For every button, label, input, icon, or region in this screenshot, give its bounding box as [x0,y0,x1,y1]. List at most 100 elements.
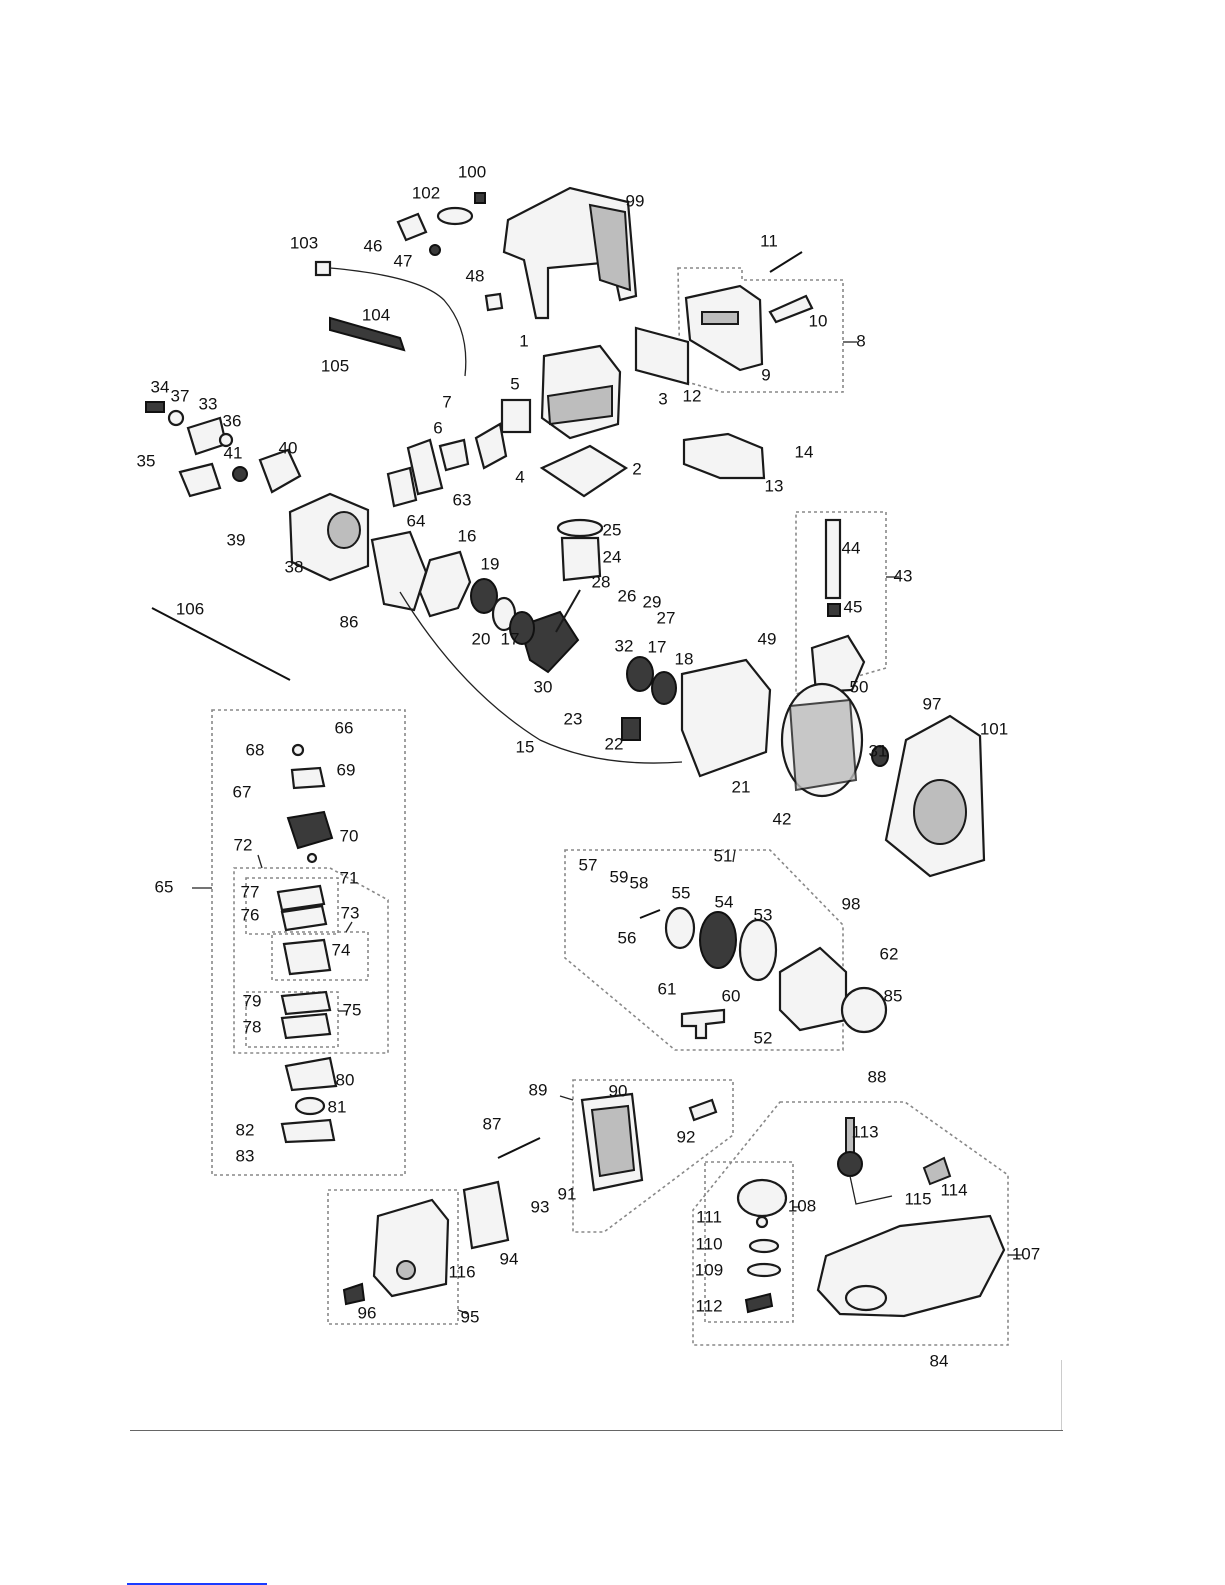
part-number-41: 41 [224,443,243,462]
gasket-64 [386,466,418,508]
part-number-29: 29 [643,592,662,611]
part-number-36: 36 [223,411,242,430]
frame-108 [704,1161,794,1323]
part-number-73: 73 [341,903,360,922]
part-number-31: 31 [869,741,888,760]
part-number-105: 105 [321,356,349,375]
part-number-17: 17 [501,629,520,648]
seal-18 [651,671,677,705]
spacer-81 [294,1096,326,1116]
lead-72 [257,854,263,869]
starter-case-52 [778,946,848,1032]
part-number-101: 101 [980,719,1008,738]
part-number-47: 47 [394,251,413,270]
part-number-80: 80 [336,1070,355,1089]
part-number-45: 45 [844,597,863,616]
spring-56 [639,909,661,919]
part-number-98: 98 [842,894,861,913]
part-number-9: 9 [761,365,770,384]
flywheel-fins-42 [788,698,858,792]
clutch-group [145,401,370,681]
intake-4 [474,422,508,470]
flywheel-group [780,682,986,878]
part-number-74: 74 [332,940,351,959]
reel-54 [699,911,737,969]
part-number-32: 32 [615,636,634,655]
bolt-34 [145,401,165,413]
primer-69 [290,766,326,790]
part-number-113: 113 [851,1122,878,1141]
nut-31 [871,745,889,767]
part-number-109: 109 [695,1260,723,1279]
part-number-50: 50 [850,677,869,696]
part-number-65: 65 [155,877,174,896]
part-102 [436,206,474,226]
lead-89 [559,1095,574,1101]
part-number-88: 88 [868,1067,887,1086]
seal-19 [470,578,498,614]
frame-107 [692,1101,1009,1346]
part-number-86: 86 [340,612,359,631]
part-46 [396,212,428,242]
crank-group [370,344,772,778]
part-number-26: 26 [618,586,637,605]
frame-65 [211,709,406,1176]
part-number-112: 112 [695,1296,722,1315]
part-number-3: 3 [658,389,667,408]
diaphragm-76 [280,904,328,932]
part-number-49: 49 [758,629,777,648]
part-number-14: 14 [795,442,814,461]
filter-113 [837,1151,863,1177]
cable-104 [329,267,467,377]
housing-40 [258,448,302,494]
washer-36 [218,432,234,448]
part-number-103: 103 [290,233,318,252]
part-number-17: 17 [648,637,667,656]
part-number-93: 93 [531,1197,550,1216]
lead-51 [732,849,736,863]
cover-grille-99 [588,203,632,292]
frame-51 [564,849,844,1051]
part-number-91: 91 [558,1184,577,1203]
part-number-72: 72 [234,835,253,854]
part-number-67: 67 [233,782,252,801]
leader-lines [192,341,1022,1315]
part-number-27: 27 [657,608,676,627]
part-number-23: 23 [564,709,583,728]
part-number-64: 64 [407,511,426,530]
frame-43 [795,511,887,696]
part-number-77: 77 [241,882,260,901]
part-number-92: 92 [677,1127,696,1146]
part-number-34: 34 [151,377,170,396]
air-guide-13 [682,432,766,480]
part-number-43: 43 [894,566,913,585]
part-number-59: 59 [610,867,629,886]
part-number-78: 78 [243,1017,262,1036]
part-number-37: 37 [171,386,190,405]
part-number-53: 53 [754,905,773,924]
part-103 [314,260,332,277]
part-number-51: 51 [714,846,733,865]
bottom-link-underline[interactable] [127,1583,267,1585]
spring-53 [738,918,778,982]
frame-89 [572,1079,734,1233]
cylinder-fins-1 [546,384,613,426]
part-number-83: 83 [236,1146,255,1165]
part-number-40: 40 [279,438,298,457]
air-cover-95 [372,1198,450,1298]
tube-44 [824,518,842,600]
part-number-58: 58 [630,873,649,892]
part-number-95: 95 [461,1307,480,1326]
gasket-111 [755,1215,769,1229]
part-number-108: 108 [788,1196,816,1215]
part-100 [474,192,486,204]
part-number-97: 97 [923,694,942,713]
part-number-19: 19 [481,554,500,573]
part-number-15: 15 [516,737,535,756]
part-number-87: 87 [483,1114,502,1133]
carb-body-70 [286,810,334,850]
washer-110 [748,1238,780,1254]
part-number-69: 69 [337,760,356,779]
foam-filter-94 [462,1180,510,1250]
part-number-111: 111 [696,1207,722,1226]
